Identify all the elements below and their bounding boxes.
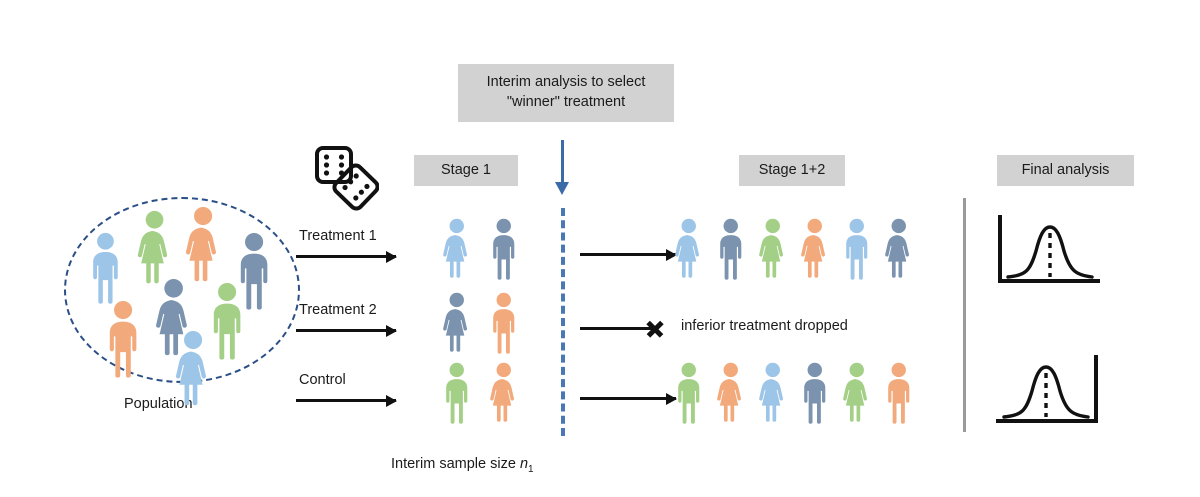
person-icon-orange-female [714, 362, 748, 424]
person-icon-orange-female [798, 218, 832, 280]
person-icon-orange-male [102, 300, 144, 378]
person-icon-slate-blue-male [714, 218, 748, 280]
person-icon-green-female [756, 218, 790, 280]
normal-curve-right-axis-icon [994, 355, 1102, 431]
person-icon-green-male [440, 362, 474, 424]
person-icon-slate-blue-female [152, 278, 195, 358]
population-label: Population [124, 396, 193, 412]
person-icon-light-blue-female [756, 362, 790, 424]
person-icon-slate-blue-male [233, 232, 275, 310]
dice-icon [307, 140, 379, 212]
treatment-1-label: Treatment 1 [299, 228, 377, 244]
arrow-to-treatment-2 [296, 329, 396, 332]
arrow-continue-treatment-1 [580, 253, 676, 256]
blue-down-arrow-shaft [561, 140, 564, 184]
person-icon-green-female [840, 362, 874, 424]
person-icon-slate-blue-female [882, 218, 916, 280]
interim-sample-size-symbol: n [519, 456, 529, 472]
blue-down-arrow-head [555, 182, 569, 195]
arrow-continue-control [580, 397, 676, 400]
chip-stage-1-2: Stage 1+2 [739, 155, 845, 186]
person-icon-orange-male [882, 362, 916, 424]
person-icon-light-blue-male [86, 232, 125, 304]
interim-sample-size-subscript: 1 [528, 463, 534, 475]
person-icon-orange-female [487, 362, 521, 424]
person-icon-light-blue-female [440, 218, 474, 280]
interim-sample-size-caption: Interim sample size n1 [391, 456, 534, 475]
inferior-dropped-label: inferior treatment dropped [681, 318, 848, 334]
arrow-to-control [296, 399, 396, 402]
chip-stage-1: Stage 1 [414, 155, 518, 186]
person-icon-slate-blue-male [798, 362, 832, 424]
person-icon-slate-blue-male [487, 218, 521, 280]
chip-interim-analysis: Interim analysis to select "winner" trea… [458, 64, 674, 122]
normal-curve-left-axis-icon [994, 215, 1102, 291]
final-analysis-separator [963, 198, 966, 432]
person-icon-light-blue-female [672, 218, 706, 280]
person-icon-green-male [206, 282, 248, 360]
person-icon-light-blue-female [172, 330, 214, 408]
arrow-to-treatment-1 [296, 255, 396, 258]
arrow-dropped-treatment-2 [580, 327, 655, 330]
control-label: Control [299, 372, 346, 388]
person-icon-light-blue-male [840, 218, 874, 280]
person-icon-orange-female [182, 206, 224, 284]
person-icon-orange-male [487, 292, 521, 354]
interim-dashed-divider [561, 208, 565, 436]
treatment-2-label: Treatment 2 [299, 302, 377, 318]
person-icon-green-female [134, 210, 175, 286]
person-icon-slate-blue-female [440, 292, 474, 354]
person-icon-green-male [672, 362, 706, 424]
interim-sample-size-text: Interim sample size [391, 456, 520, 472]
chip-final-analysis: Final analysis [997, 155, 1134, 186]
